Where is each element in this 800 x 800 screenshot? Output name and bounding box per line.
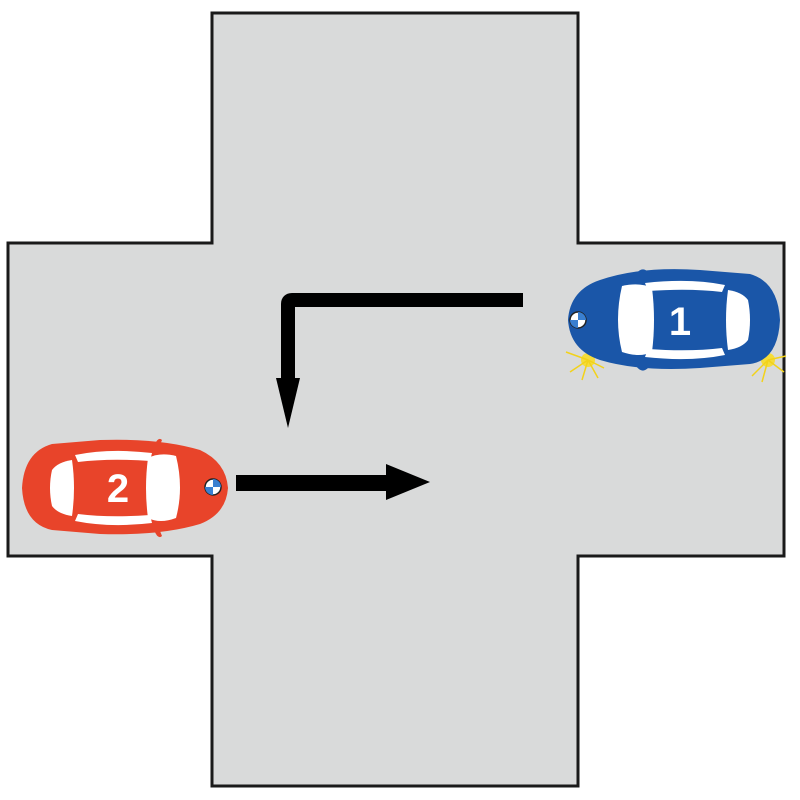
intersection-road (6, 11, 786, 788)
car-1-icon: 1 (565, 269, 787, 383)
straight-arrow-icon (236, 464, 430, 500)
car-2-number: 2 (107, 467, 129, 511)
car-1-number: 1 (669, 300, 691, 344)
turn-signal-icon (565, 351, 787, 383)
car-2-icon: 2 (22, 438, 228, 538)
left-turn-arrow-icon (276, 293, 523, 428)
